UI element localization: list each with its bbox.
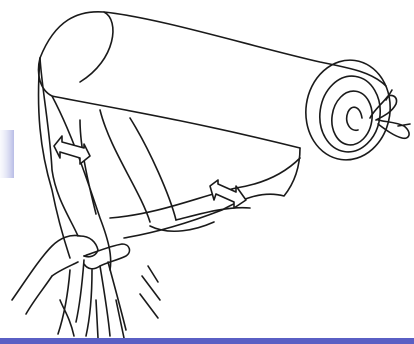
motion-lines — [140, 266, 160, 318]
roll-end — [299, 55, 396, 166]
double-arrow-right-icon — [210, 180, 246, 208]
bottom-accent-bar — [0, 338, 414, 344]
plastic-sheet — [39, 58, 301, 338]
side-tab-shape — [0, 130, 14, 178]
roll-body — [39, 12, 387, 148]
